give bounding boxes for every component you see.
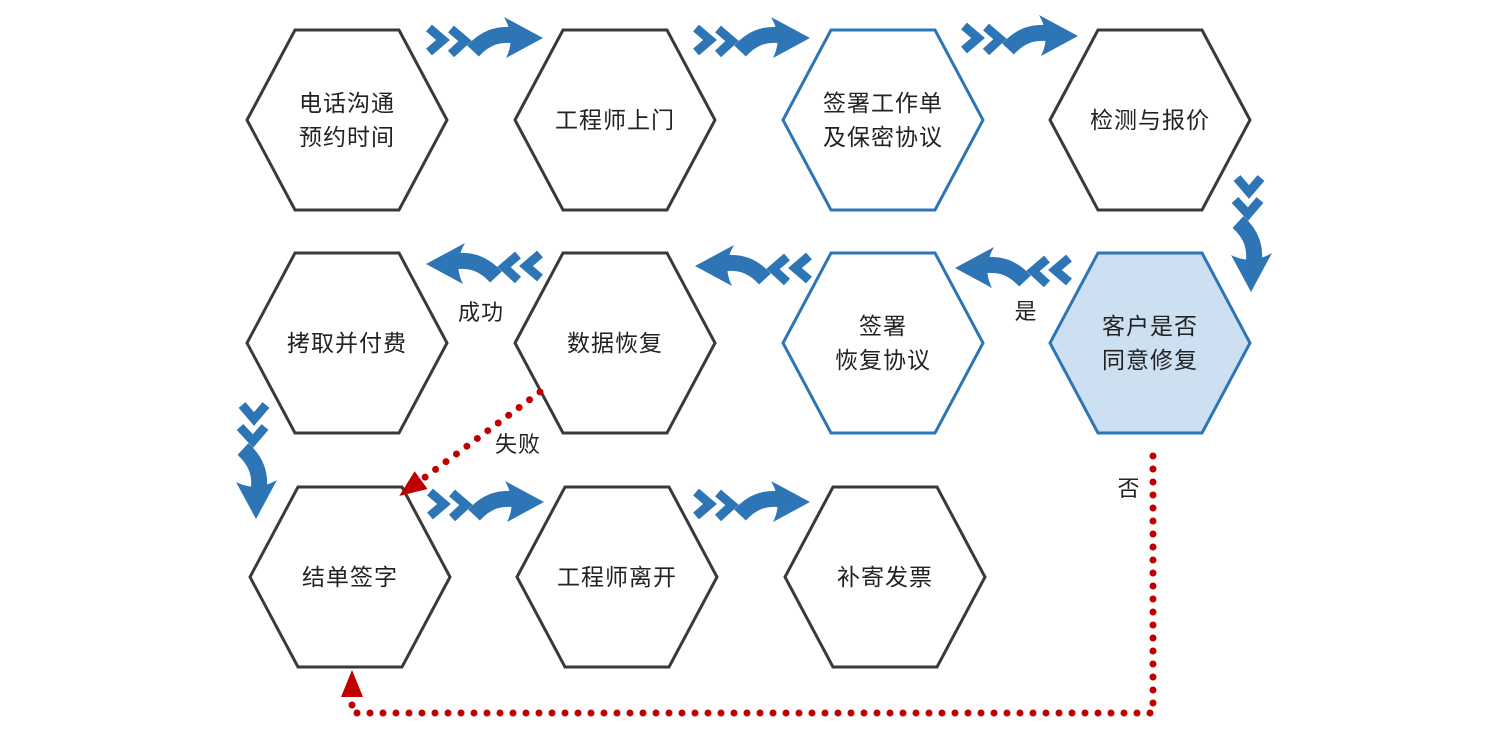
arrow-agree-to-recovery-agreement <box>955 247 1069 288</box>
arrow-copy-pay-to-closing <box>236 405 277 519</box>
arrow-closing-to-leave <box>430 481 544 522</box>
hexagon-sign-recovery-agreement <box>781 251 985 435</box>
hexagon-sign-worksheet-nda <box>781 28 985 212</box>
arrowhead-no <box>341 670 363 697</box>
dotted-line-fail <box>420 388 544 482</box>
arrow-agreement-to-data-recovery <box>695 245 809 286</box>
hexagon-closing-signature <box>248 485 452 669</box>
dotted-line-no <box>348 452 1157 717</box>
hexagon-engineer-leave <box>515 485 719 669</box>
arrow-phone-to-visit <box>429 17 543 58</box>
hexagon-engineer-visit <box>513 28 717 212</box>
hexagon-send-invoice <box>783 485 987 669</box>
arrow-visit-to-worksheet <box>696 17 810 58</box>
hexagon-copy-and-pay <box>245 251 449 435</box>
arrow-worksheet-to-inspect <box>964 15 1078 56</box>
hexagon-customer-agree-repair <box>1048 251 1252 435</box>
hexagon-data-recovery <box>513 251 717 435</box>
arrow-inspect-to-agree <box>1231 178 1272 292</box>
hexagon-phone-appointment <box>245 28 449 212</box>
arrow-leave-to-invoice <box>696 481 810 522</box>
hexagon-inspect-quote <box>1048 28 1252 212</box>
arrow-recovery-to-copy-pay <box>426 243 540 284</box>
